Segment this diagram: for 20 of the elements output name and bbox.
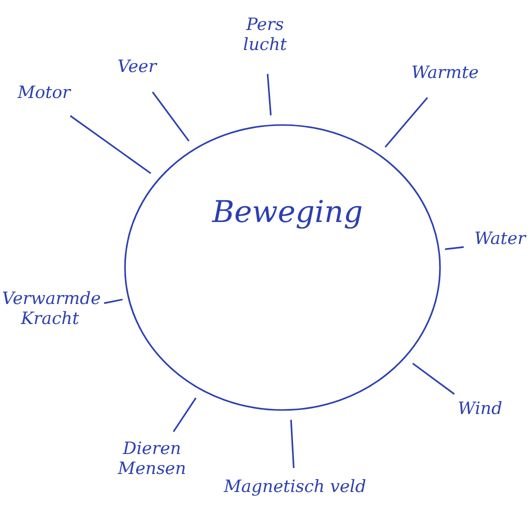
branch-label: Dieren Mensen — [112, 440, 192, 488]
branch-label: Wind — [452, 400, 508, 426]
spoke-line — [152, 92, 190, 142]
spoke-line — [290, 420, 295, 468]
spoke-line — [266, 74, 272, 116]
spoke-line — [172, 398, 197, 432]
branch-label: Verwarmde Kracht — [2, 290, 98, 338]
spoke-line — [444, 246, 464, 250]
circle-outline — [124, 124, 441, 411]
spoke-line — [70, 115, 152, 174]
branch-label: Water — [470, 230, 530, 256]
branch-label: Warmte — [405, 64, 485, 90]
spoke-line — [104, 298, 123, 304]
spoke-line — [412, 362, 455, 395]
branch-label: Motor — [8, 84, 80, 110]
centre-label: Beweging — [212, 195, 363, 230]
branch-label: Veer — [112, 58, 162, 84]
spoke-line — [384, 97, 428, 148]
branch-label: Magnetisch veld — [220, 478, 370, 504]
branch-label: Pers lucht — [232, 16, 298, 64]
